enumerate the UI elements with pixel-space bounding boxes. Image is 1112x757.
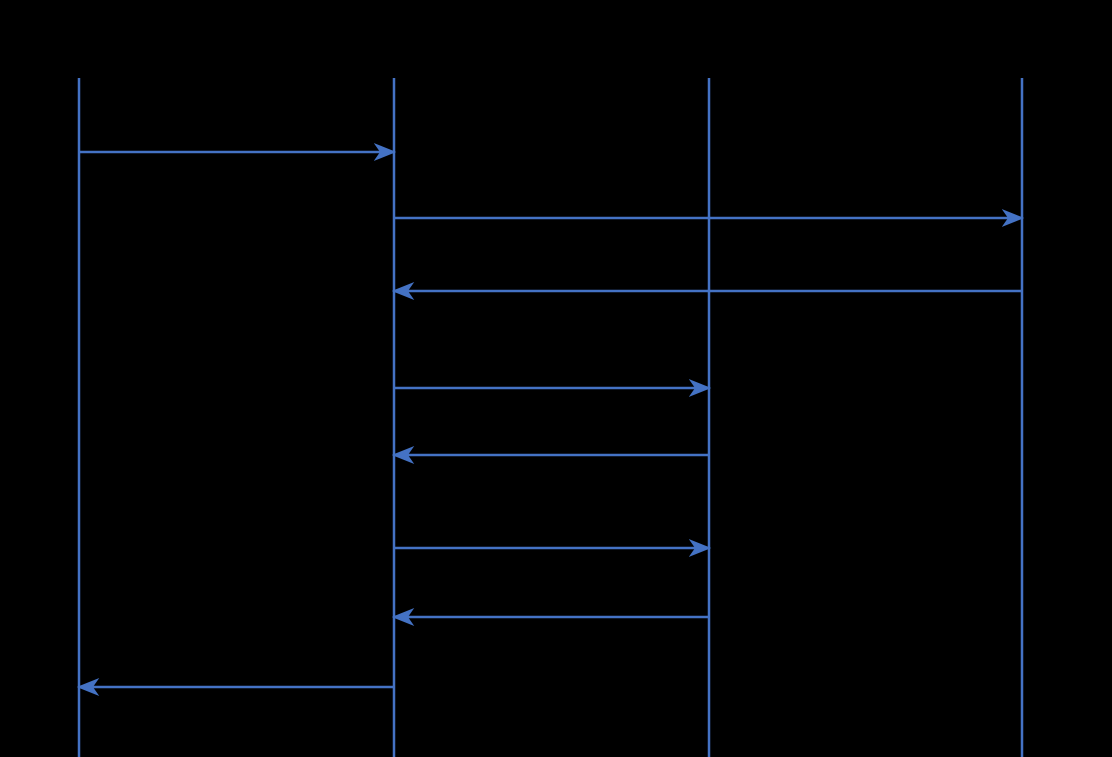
diagram-canvas [76,78,1025,757]
sequence-diagram [76,78,1025,757]
